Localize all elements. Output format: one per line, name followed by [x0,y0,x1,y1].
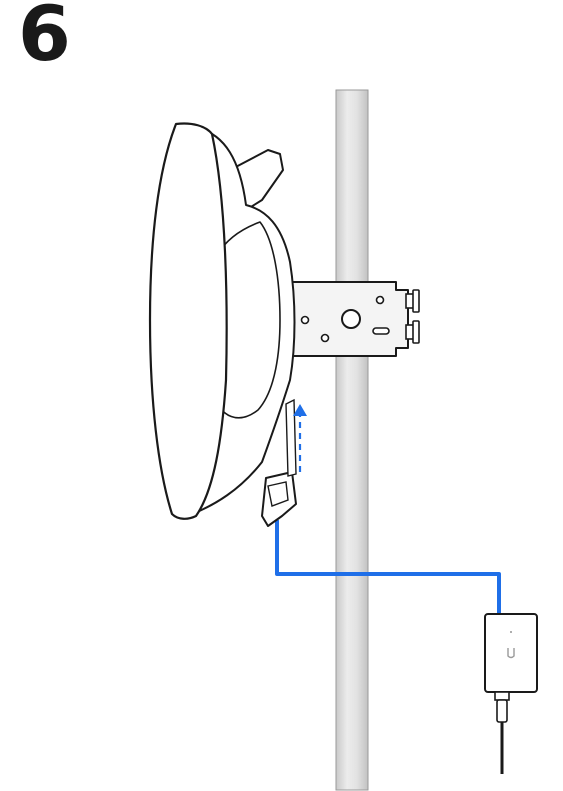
bracket-bolt-bottom [405,320,420,344]
up-arrow-icon [293,404,307,472]
antenna-device-icon [148,122,297,527]
ethernet-cable [275,520,501,616]
poe-adapter-icon [484,613,538,774]
bracket-bolt-top [405,289,420,313]
step-number: 6 [18,0,71,78]
mount-bracket [291,281,420,357]
mounting-pole [335,89,369,791]
